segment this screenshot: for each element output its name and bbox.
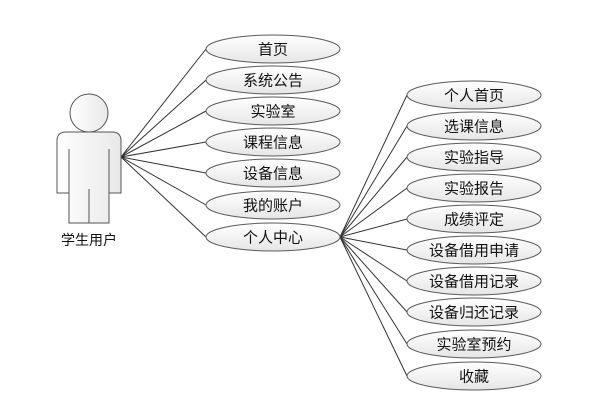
use-case-main-1: 系统公告 — [205, 65, 341, 95]
use-case-sub-2-label: 实验指导 — [444, 149, 504, 167]
use-case-sub-1-oval — [406, 111, 542, 141]
use-case-main-2: 实验室 — [205, 96, 341, 126]
use-case-main-1-label: 系统公告 — [243, 72, 303, 90]
use-case-sub-9: 收藏 — [406, 361, 542, 391]
use-case-sub-1: 选课信息 — [406, 111, 542, 141]
connector-hub-sub-2 — [339, 156, 408, 238]
connector-actor-main-5 — [120, 156, 207, 206]
use-case-sub-8-oval — [406, 329, 542, 359]
use-case-sub-0: 个人首页 — [406, 80, 542, 110]
use-case-sub-3: 实验报告 — [406, 173, 542, 203]
use-case-sub-9-oval — [406, 361, 542, 391]
use-case-main-4: 设备信息 — [205, 158, 341, 188]
connector-actor-main-3 — [120, 141, 207, 158]
use-case-sub-7-oval — [406, 297, 542, 327]
use-case-sub-0-label: 个人首页 — [444, 87, 504, 105]
use-case-sub-5-label: 设备借用申请 — [429, 242, 519, 260]
use-case-sub-5-oval — [406, 235, 542, 265]
connector-actor-main-2 — [120, 110, 207, 158]
use-case-main-4-oval — [205, 158, 341, 188]
use-case-main-5-label: 我的账户 — [243, 197, 303, 215]
connector-hub-sub-3 — [339, 187, 408, 238]
use-case-main-3: 课程信息 — [205, 127, 341, 157]
use-case-main-5: 我的账户 — [205, 190, 341, 220]
use-case-sub-4-oval — [406, 204, 542, 234]
connector-actor-main-4 — [120, 156, 207, 174]
use-case-sub-5: 设备借用申请 — [406, 235, 542, 265]
use-case-main-1-oval — [205, 65, 341, 95]
use-case-main-5-oval — [205, 190, 341, 220]
use-case-main-2-label: 实验室 — [250, 103, 295, 121]
use-case-sub-4-label: 成绩评定 — [444, 211, 504, 229]
connector-actor-main-6 — [120, 156, 207, 238]
use-case-sub-8-label: 实验室预约 — [436, 336, 511, 354]
actor-label: 学生用户 — [61, 232, 117, 249]
connector-actor-main-1 — [120, 79, 207, 158]
use-case-main-3-oval — [205, 127, 341, 157]
use-case-main-3-label: 课程信息 — [243, 134, 303, 152]
connector-actor-main-0 — [120, 48, 207, 158]
connector-hub-sub-4 — [339, 218, 408, 238]
use-case-sub-1-label: 选课信息 — [444, 118, 504, 136]
connector-hub-sub-7 — [339, 236, 408, 313]
connector-hub-sub-5 — [339, 236, 408, 251]
use-case-sub-3-oval — [406, 173, 542, 203]
use-case-sub-2-oval — [406, 142, 542, 172]
use-case-main-0: 首页 — [205, 34, 341, 64]
use-case-main-6-label: 个人中心 — [243, 229, 303, 247]
use-case-sub-7: 设备归还记录 — [406, 297, 542, 327]
connector-hub-sub-1 — [339, 125, 408, 238]
use-case-sub-3-label: 实验报告 — [444, 180, 504, 198]
use-case-sub-7-label: 设备归还记录 — [429, 304, 519, 322]
use-case-sub-2: 实验指导 — [406, 142, 542, 172]
use-case-sub-4: 成绩评定 — [406, 204, 542, 234]
use-case-sub-9-label: 收藏 — [459, 368, 489, 386]
use-case-sub-6-label: 设备借用记录 — [429, 273, 519, 291]
actor-head — [69, 93, 109, 133]
use-case-main-0-oval — [205, 34, 341, 64]
connector-hub-sub-0 — [339, 94, 408, 238]
use-case-main-0-label: 首页 — [258, 41, 288, 59]
connector-hub-sub-6 — [339, 236, 408, 282]
use-case-sub-6-oval — [406, 266, 542, 296]
connector-lines — [120, 48, 408, 377]
connector-hub-sub-8 — [339, 236, 408, 345]
use-case-main-2-oval — [205, 96, 341, 126]
use-case-sub-8: 实验室预约 — [406, 329, 542, 359]
use-case-sub-0-oval — [406, 80, 542, 110]
use-case-sub-6: 设备借用记录 — [406, 266, 542, 296]
connector-hub-sub-9 — [339, 236, 408, 377]
actor-body — [56, 131, 122, 224]
use-case-main-6: 个人中心 — [205, 222, 341, 252]
use-case-main-4-label: 设备信息 — [243, 165, 303, 183]
use-case-main-6-oval — [205, 222, 341, 252]
sub-use-cases: 个人首页选课信息实验指导实验报告成绩评定设备借用申请设备借用记录设备归还记录实验… — [406, 80, 542, 391]
actor-student-user: 学生用户 — [56, 93, 122, 249]
